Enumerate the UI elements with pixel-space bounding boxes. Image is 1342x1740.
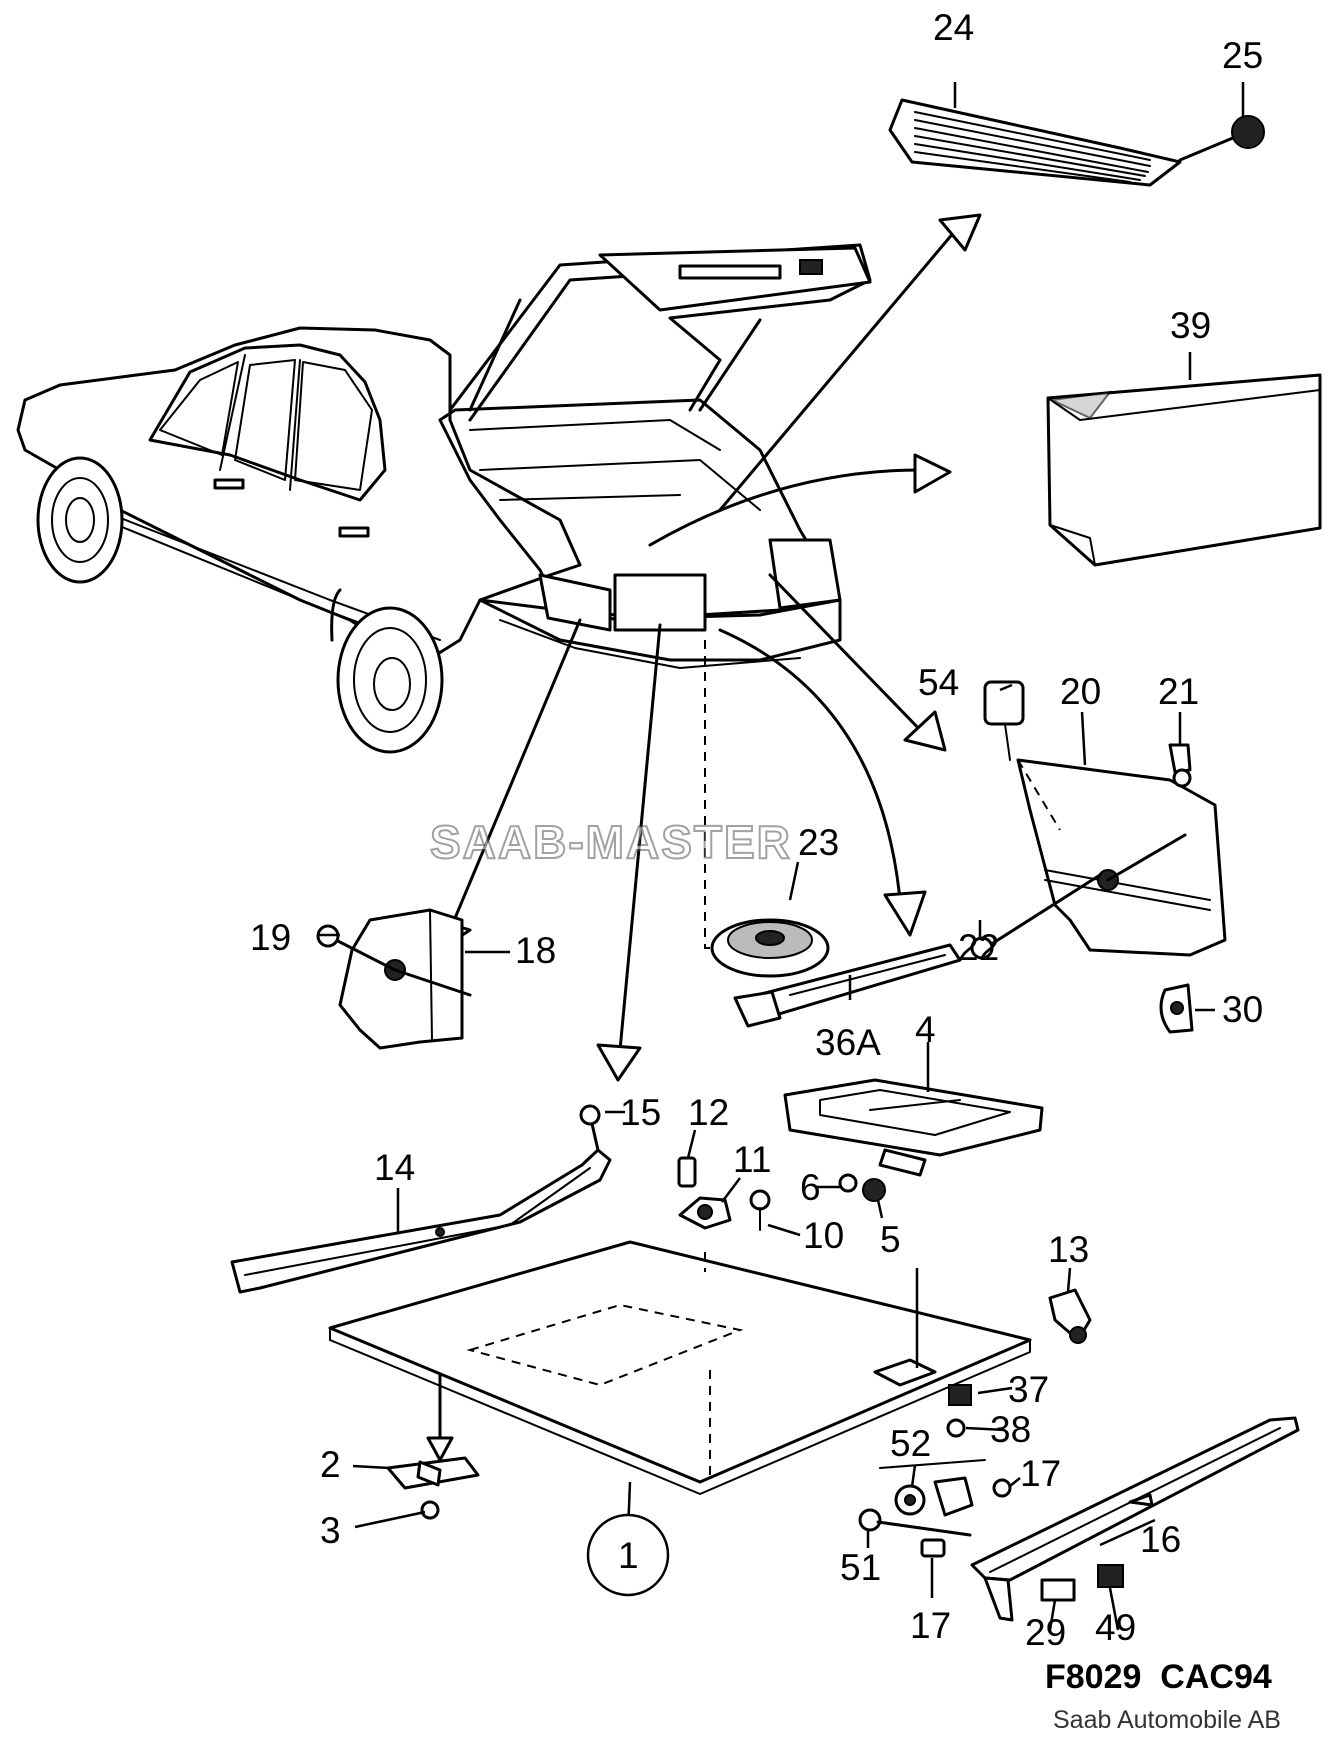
callout-24: 24 [933, 7, 974, 48]
part-38-screw [946, 1418, 966, 1438]
callout-21: 21 [1158, 671, 1199, 712]
part-49-clip [1097, 1564, 1124, 1588]
callout-3: 3 [320, 1510, 341, 1551]
callout-2: 2 [320, 1444, 341, 1485]
callout-1: 1 [618, 1535, 639, 1576]
callout-15: 15 [620, 1092, 661, 1133]
part-24-grille [888, 98, 1242, 187]
callout-16: 16 [1140, 1519, 1181, 1560]
part-17-screw [992, 1478, 1012, 1498]
copyright: Saab Automobile AB [1053, 1706, 1281, 1734]
callout-25: 25 [1222, 35, 1263, 76]
part-21-clip [1168, 743, 1192, 788]
part-51-bolt [858, 1508, 972, 1537]
part-5-nut [862, 1178, 886, 1202]
part-52-washer [894, 1484, 926, 1516]
part-4-tray [783, 1078, 1044, 1177]
callout-52: 52 [890, 1423, 931, 1464]
part-12-screw [677, 1156, 697, 1188]
part-30-latch [1159, 983, 1194, 1034]
callout-18: 18 [515, 930, 556, 971]
part-13-bracket [1048, 1288, 1092, 1344]
part-22-plug [970, 936, 994, 960]
part-11-clip [678, 1196, 732, 1230]
leader-lines [318, 82, 1245, 1631]
callout-labels: 24 25 39 54 20 21 23 22 19 18 30 36A 4 1… [250, 7, 1263, 1653]
callout-6: 6 [800, 1167, 821, 1208]
part-18-bracket [328, 908, 472, 1050]
callout-17: 17 [1020, 1453, 1061, 1494]
callout-17-lower: 17 [910, 1605, 951, 1646]
callout-30: 30 [1222, 989, 1263, 1030]
part-52-bracket [879, 1459, 986, 1517]
part-29-pad [1040, 1578, 1076, 1602]
callout-19: 19 [250, 917, 291, 958]
callout-1-circle [586, 1513, 670, 1597]
callout-39: 39 [1170, 305, 1211, 346]
callout-23: 23 [798, 822, 839, 863]
part-39-cover [1046, 373, 1322, 567]
callout-38: 38 [990, 1409, 1031, 1450]
part-3-screw [420, 1500, 440, 1520]
part-10-screw [749, 1189, 771, 1231]
callout-49: 49 [1095, 1607, 1136, 1648]
callout-12: 12 [688, 1092, 729, 1133]
part-54-clip [983, 680, 1025, 761]
callout-10: 10 [803, 1215, 844, 1256]
part-17-screw-lower [920, 1538, 946, 1558]
callout-5: 5 [880, 1219, 901, 1260]
callout-13: 13 [1048, 1229, 1089, 1270]
callout-4: 4 [915, 1009, 936, 1050]
part-16-rail [970, 1416, 1300, 1622]
callout-22: 22 [958, 927, 999, 968]
part-25-clip [1231, 115, 1265, 149]
callout-51: 51 [840, 1547, 881, 1588]
part-15-screw [579, 1104, 601, 1126]
callout-20: 20 [1060, 671, 1101, 712]
callout-54: 54 [918, 662, 959, 703]
part-14-rail [230, 1113, 612, 1294]
part-2-bracket [386, 1373, 480, 1490]
part-1-floor-panel [328, 1240, 1032, 1495]
callout-14: 14 [374, 1147, 415, 1188]
callout-37: 37 [1008, 1369, 1049, 1410]
watermark: SAAB-MASTER [430, 816, 792, 868]
part-20-side-panel [988, 758, 1227, 957]
callout-36a: 36A [815, 1022, 881, 1063]
callout-11: 11 [733, 1139, 771, 1180]
part-6-screw [838, 1173, 858, 1193]
part-23-speaker [710, 918, 830, 978]
car-illustration [16, 213, 982, 1082]
part-37-nut [948, 1384, 972, 1406]
figure-code: F8029 CAC94 [1045, 1658, 1272, 1696]
callout-29: 29 [1025, 1612, 1066, 1653]
